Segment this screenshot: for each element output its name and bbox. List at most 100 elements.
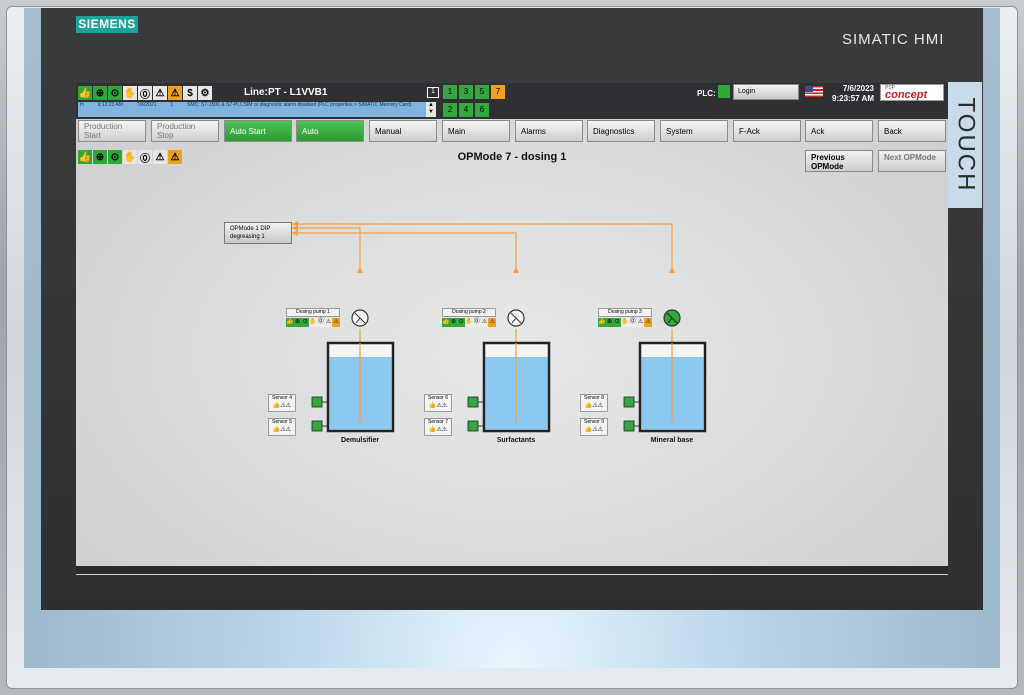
pipe-2	[292, 232, 517, 269]
screen-btn-4[interactable]: 4	[459, 103, 473, 117]
alarm-icon: ⚠	[168, 150, 182, 164]
auto-button[interactable]: Auto	[296, 120, 364, 142]
line-label: Line:	[244, 87, 268, 98]
target-icon: ⊙	[301, 318, 310, 327]
pump-2-symbol	[507, 309, 525, 327]
line-value: PT - L1VVB1	[268, 87, 328, 98]
hand-icon: ✋	[465, 318, 473, 327]
next-opmode-button[interactable]: Next OPMode	[878, 150, 946, 172]
dollar-icon: $	[183, 86, 197, 100]
alarm-icon: ⚠	[488, 318, 497, 327]
tank-label-mineral-base: Mineral base	[650, 437, 694, 444]
crosshair-icon: ⊕	[293, 318, 302, 327]
thumb-up-icon: 👍	[78, 150, 92, 164]
simatic-hmi-label: SIMATIC HMI	[842, 31, 945, 48]
screen-btn-5[interactable]: 5	[475, 85, 489, 99]
screen-bottom-bar	[76, 566, 948, 574]
monitor-icon[interactable]: 1	[427, 87, 439, 98]
logo-big: concept	[885, 89, 928, 101]
process-diagram	[292, 221, 707, 433]
tank-label-surfactants: Surfactants	[496, 437, 536, 444]
warning-icon: ⚠	[153, 86, 167, 100]
production-start-button[interactable]: Production Start	[78, 120, 146, 142]
thumb-up-icon: 👍	[78, 86, 92, 100]
crosshair-icon: ⊕	[93, 86, 107, 100]
dosing-pump-1-label[interactable]: Dosing pump 1 👍⊕⊙✋⓪⚠⚠	[286, 308, 341, 327]
pump-1-symbol	[351, 309, 369, 327]
alarm-scroll[interactable]: ▲▼	[426, 102, 436, 117]
hand-icon: ✋	[123, 86, 137, 100]
alarm-icon: ⚠	[332, 318, 341, 327]
warning-icon: ⚠	[324, 318, 333, 327]
hand-icon: ✋	[309, 318, 317, 327]
screen-btn-6[interactable]: 6	[475, 103, 489, 117]
plc-label: PLC:	[697, 89, 716, 98]
alarm-line[interactable]: H 9:13:23 AM 7/6/2021 1 SMC: S7-1500 & S…	[78, 102, 436, 117]
opmode-status-icons: 👍 ⊕ ⊙ ✋ ⓪ ⚠ ⚠	[78, 150, 182, 165]
production-stop-button[interactable]: Production Stop	[151, 120, 219, 142]
sensor-4[interactable]: Sensor 4👍⚠⚠	[268, 394, 296, 412]
alarm-time: 9:13:23 AM	[97, 102, 123, 108]
thumb-up-icon: 👍	[286, 318, 294, 327]
screen-btn-3[interactable]: 3	[459, 85, 473, 99]
system-button[interactable]: System	[660, 120, 728, 142]
hand-icon: ✋	[123, 150, 137, 164]
crosshair-icon: ⊕	[605, 318, 614, 327]
login-button[interactable]: Login	[733, 84, 799, 100]
touch-label: TOUCH	[952, 97, 980, 193]
page-title: OPMode 7 - dosing 1	[457, 151, 567, 163]
target-icon: ⊙	[613, 318, 622, 327]
emergency-icon: ⓪	[316, 318, 325, 327]
sensor-9[interactable]: Sensor 9👍⚠⚠	[580, 418, 608, 436]
alarms-button[interactable]: Alarms	[515, 120, 583, 142]
back-button[interactable]: Back	[878, 120, 946, 142]
datetime: 7/6/2023 9:23:57 AM	[830, 84, 874, 104]
emergency-icon: ⓪	[138, 86, 152, 101]
alarm-date: 7/6/2021	[136, 102, 157, 108]
hand-icon: ✋	[621, 318, 629, 327]
date: 7/6/2023	[842, 84, 874, 93]
touch-strip: TOUCH	[948, 82, 982, 208]
arrows	[292, 221, 675, 273]
ack-button[interactable]: Ack	[805, 120, 873, 142]
nav-bar: Production Start Production Stop Auto St…	[76, 120, 948, 143]
sensor-8[interactable]: Sensor 8👍⚠⚠	[580, 394, 608, 412]
dosing-pump-2-label[interactable]: Dosing pump 2 👍⊕⊙✋⓪⚠⚠	[442, 308, 497, 327]
screen-btn-7[interactable]: 7	[491, 85, 505, 99]
main-button[interactable]: Main	[442, 120, 510, 142]
diagnostics-button[interactable]: Diagnostics	[587, 120, 655, 142]
pump-3-symbol	[663, 309, 681, 327]
sensor-5[interactable]: Sensor 5👍⚠⚠	[268, 418, 296, 436]
emergency-icon: ⓪	[138, 150, 152, 165]
tank-label-demulsifier: Demulsifier	[340, 437, 380, 444]
dosing-pump-3-label[interactable]: Dosing pump 3 👍⊕⊙✋⓪⚠⚠	[598, 308, 653, 327]
thumb-up-icon: 👍	[598, 318, 606, 327]
target-icon: ⊙	[108, 150, 122, 164]
us-flag-icon[interactable]	[805, 86, 823, 97]
sensor-6[interactable]: Sensor 6👍⚠⚠	[424, 394, 452, 412]
pipe-3	[292, 223, 673, 269]
previous-opmode-button[interactable]: Previous OPMode	[805, 150, 873, 172]
alarm-num: 1	[170, 102, 174, 108]
target-icon: ⊙	[457, 318, 466, 327]
plc-status-led	[718, 85, 730, 98]
time: 9:23:57 AM	[832, 94, 874, 103]
alarm-icon: ⚠	[168, 86, 182, 100]
screen-btn-1[interactable]: 1	[443, 85, 457, 99]
alarm-marker: H	[80, 102, 84, 108]
warning-icon: ⚠	[153, 150, 167, 164]
auto-start-button[interactable]: Auto Start	[224, 120, 292, 142]
logo-small: PSP	[885, 85, 896, 91]
opmode-1-box[interactable]: OPMode 1 DIP degreasing 1	[224, 222, 292, 244]
top-bar: 👍 ⊕ ⊙ ✋ ⓪ ⚠ ⚠ $ ⚙ Line: PT - L1VVB1 H 9:…	[76, 83, 948, 119]
hmi-screen: 👍 ⊕ ⊙ ✋ ⓪ ⚠ ⚠ $ ⚙ Line: PT - L1VVB1 H 9:…	[76, 83, 948, 575]
psp-concept-logo: PSP concept	[880, 84, 944, 101]
sensor-7[interactable]: Sensor 7👍⚠⚠	[424, 418, 452, 436]
siemens-logo: SIEMENS	[76, 16, 138, 33]
warning-icon: ⚠	[480, 318, 489, 327]
warning-icon: ⚠	[636, 318, 645, 327]
screen-btn-2[interactable]: 2	[443, 103, 457, 117]
crosshair-icon: ⊕	[93, 150, 107, 164]
f-ack-button[interactable]: F-Ack	[733, 120, 801, 142]
manual-button[interactable]: Manual	[369, 120, 437, 142]
